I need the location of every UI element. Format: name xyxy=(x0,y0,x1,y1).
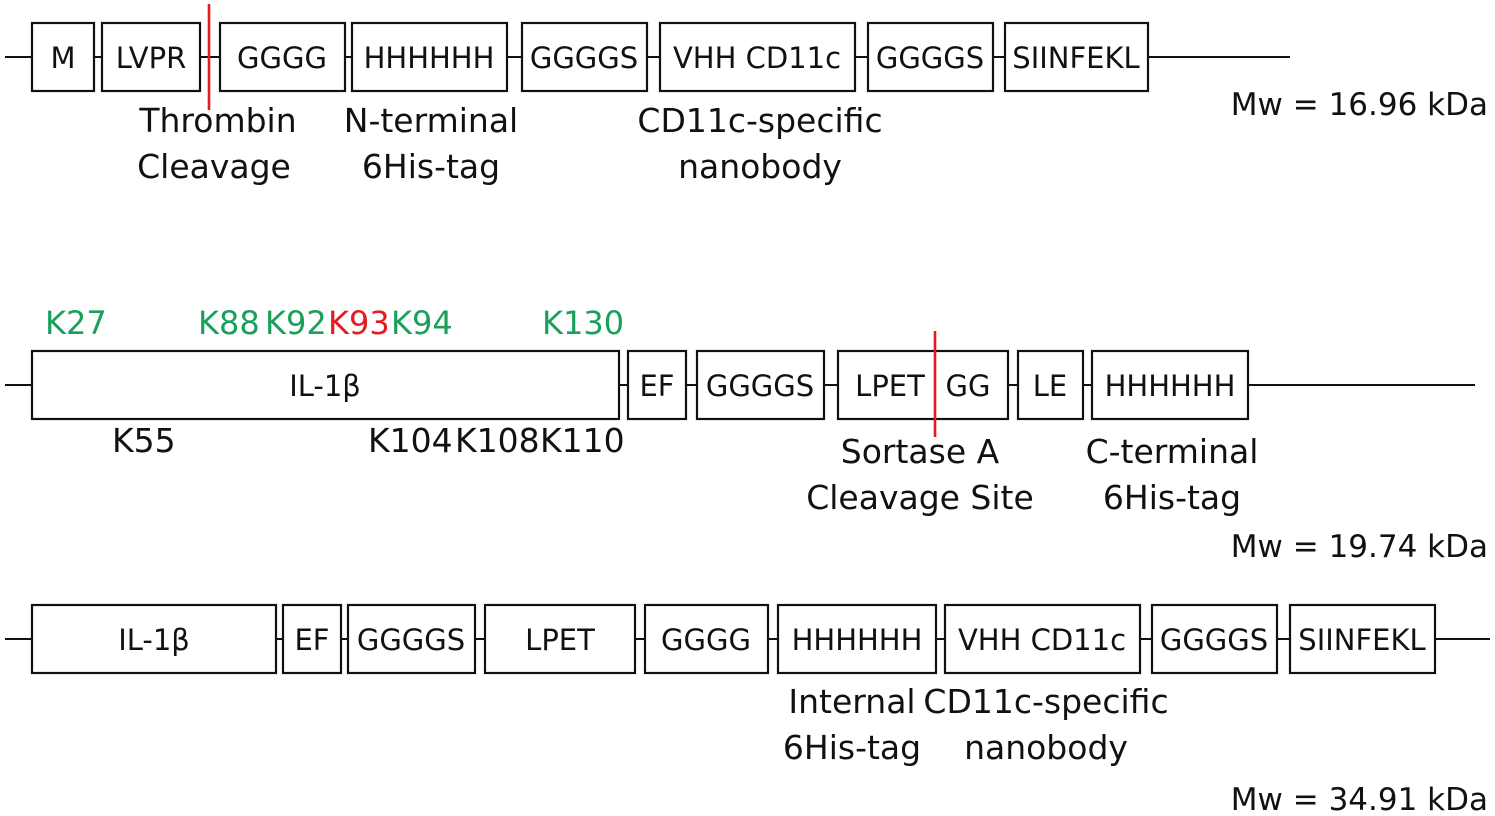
segment-ef: EF xyxy=(626,349,688,421)
annotation-c-terminal-his: C-terminal 6His-tag xyxy=(1086,432,1259,517)
lysine-k130: K130 xyxy=(542,304,624,342)
segment-label: VHH CD11c xyxy=(673,41,841,75)
segment-label: GG xyxy=(946,369,991,403)
annotation-n-terminal-his: N-terminal 6His-tag xyxy=(344,101,518,186)
segment-label: GGGG xyxy=(237,41,327,75)
segment-gggg: GGGG xyxy=(218,21,347,93)
segment-label: GGGGS xyxy=(876,41,984,75)
annotation-thrombin: Thrombin Cleavage xyxy=(137,101,297,186)
molecular-weight-3: Mw = 34.91 kDa xyxy=(1231,782,1488,816)
segment-gggg: GGGG xyxy=(643,603,770,675)
segment-ef: EF xyxy=(281,603,343,675)
segment-label: M xyxy=(50,41,75,75)
segment-label: LVPR xyxy=(116,41,186,75)
segment-his-tag: HHHHHH xyxy=(350,21,509,93)
lysine-k55: K55 xyxy=(112,421,176,460)
segment-ggggs-1: GGGGS xyxy=(520,21,649,93)
segment-label: SIINFEKL xyxy=(1298,623,1425,657)
segment-label: GGGG xyxy=(661,623,751,657)
lysine-k92: K92 xyxy=(265,304,327,342)
segment-label: GGGGS xyxy=(1160,623,1268,657)
segment-label: GGGGS xyxy=(530,41,638,75)
molecular-weight-1: Mw = 16.96 kDa xyxy=(1231,87,1488,123)
segment-label: IL-1β xyxy=(289,369,361,403)
segment-label: GGGGS xyxy=(357,623,465,657)
segment-lvpr: LVPR xyxy=(100,21,202,93)
construct-2: K27 K88 K92 K93 K94 K130 IL-1β EF GGGGS … xyxy=(5,304,1488,565)
segment-ggggs-2: GGGGS xyxy=(1150,603,1279,675)
segment-label: EF xyxy=(639,369,674,403)
lysine-k108: K108 xyxy=(455,421,540,460)
lysines-bottom: K55 K104 K108 K110 xyxy=(112,421,625,460)
segment-label: GGGGS xyxy=(706,369,814,403)
segment-label: VHH CD11c xyxy=(958,623,1126,657)
svg-text:CD11c-specific: CD11c-specific xyxy=(637,101,882,140)
segment-lpet: LPET xyxy=(483,603,637,675)
svg-text:Cleavage: Cleavage xyxy=(137,147,291,186)
segment-siinfekl: SIINFEKL xyxy=(1003,21,1150,93)
construct-1: M LVPR GGGG HHHHHH GGGGS VHH CD11c GGGGS xyxy=(5,4,1488,186)
segment-ggggs: GGGGS xyxy=(695,349,826,421)
svg-text:Thrombin: Thrombin xyxy=(138,101,296,140)
lysine-k94: K94 xyxy=(391,304,453,342)
segment-label: IL-1β xyxy=(118,623,190,657)
svg-text:Internal: Internal xyxy=(788,682,915,721)
lysine-k110: K110 xyxy=(540,421,625,460)
segment-ggggs-2: GGGGS xyxy=(866,21,995,93)
lysine-k104: K104 xyxy=(368,421,453,460)
segment-ggggs-1: GGGGS xyxy=(346,603,477,675)
svg-text:nanobody: nanobody xyxy=(678,147,842,186)
construct-3: IL-1β EF GGGGS LPET GGGG HHHHHH VHH CD11… xyxy=(5,603,1490,816)
segment-il1b: IL-1β xyxy=(30,603,278,675)
svg-text:CD11c-specific: CD11c-specific xyxy=(923,682,1168,721)
annotation-internal-his: Internal 6His-tag xyxy=(783,682,921,767)
lysine-k93: K93 xyxy=(328,304,390,342)
lysines-top: K27 K88 K92 K93 K94 K130 xyxy=(45,304,624,342)
molecular-weight-2: Mw = 19.74 kDa xyxy=(1231,529,1488,565)
annotation-sortase: Sortase A Cleavage Site xyxy=(806,432,1034,517)
segment-vhh-cd11c: VHH CD11c xyxy=(658,21,857,93)
segment-lpet-gg: LPET GG xyxy=(836,349,1010,421)
svg-text:6His-tag: 6His-tag xyxy=(362,147,500,186)
svg-text:6His-tag: 6His-tag xyxy=(783,728,921,767)
segment-vhh-cd11c: VHH CD11c xyxy=(943,603,1142,675)
segment-le: LE xyxy=(1016,349,1085,421)
segment-label: LPET xyxy=(525,623,595,657)
segment-label: SIINFEKL xyxy=(1012,41,1139,75)
segment-label: HHHHHH xyxy=(1105,369,1236,403)
segment-label: LPET xyxy=(855,369,925,403)
lysine-k88: K88 xyxy=(198,304,260,342)
segment-label: HHHHHH xyxy=(364,41,495,75)
svg-text:nanobody: nanobody xyxy=(964,728,1128,767)
segment-his-tag: HHHHHH xyxy=(1090,349,1250,421)
lysine-k27: K27 xyxy=(45,304,107,342)
svg-text:Cleavage Site: Cleavage Site xyxy=(806,478,1034,517)
svg-text:N-terminal: N-terminal xyxy=(344,101,518,140)
segment-label: HHHHHH xyxy=(792,623,923,657)
segment-siinfekl: SIINFEKL xyxy=(1288,603,1437,675)
segment-il1b: IL-1β xyxy=(30,349,621,421)
segment-his-tag: HHHHHH xyxy=(776,603,938,675)
segment-label: EF xyxy=(294,623,329,657)
svg-text:6His-tag: 6His-tag xyxy=(1103,478,1241,517)
svg-text:C-terminal: C-terminal xyxy=(1086,432,1259,471)
annotation-nanobody: CD11c-specific nanobody xyxy=(637,101,882,186)
annotation-nanobody: CD11c-specific nanobody xyxy=(923,682,1168,767)
segment-m: M xyxy=(30,21,96,93)
svg-text:Sortase A: Sortase A xyxy=(841,432,1000,471)
segment-label: LE xyxy=(1033,369,1067,403)
